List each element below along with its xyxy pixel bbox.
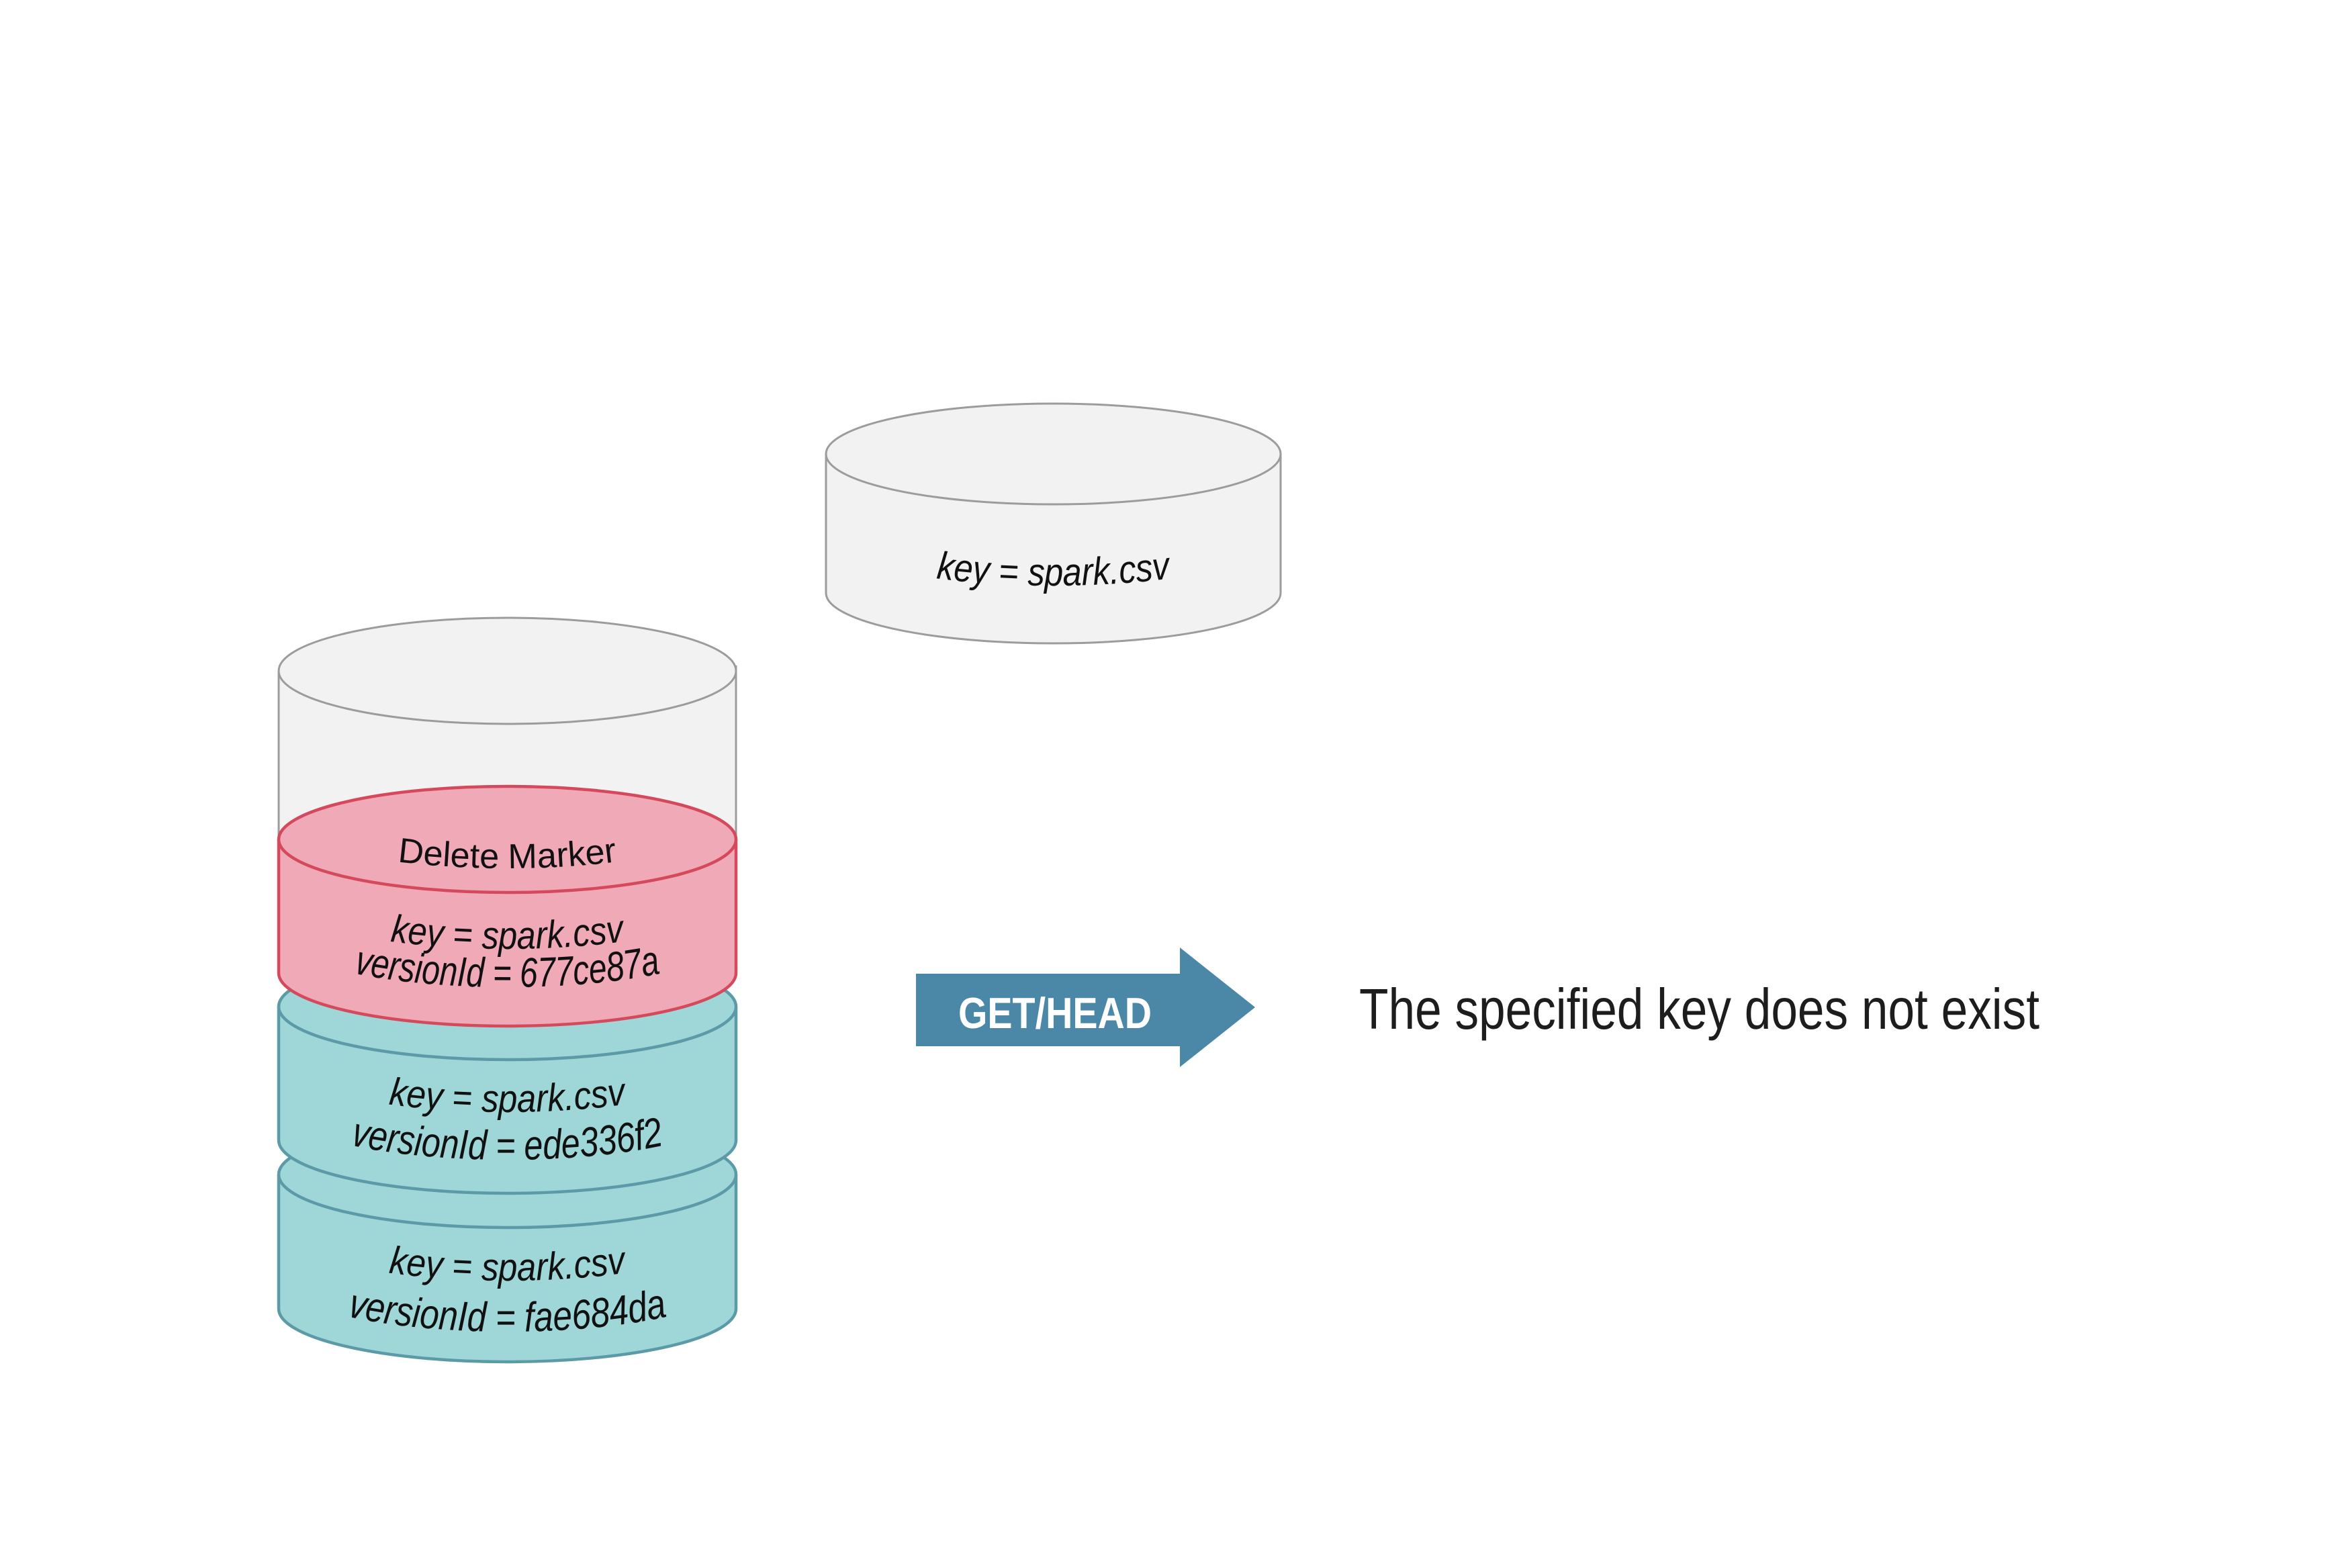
- svg-text:key = spark.csv: key = spark.csv: [387, 1070, 629, 1121]
- svg-text:key = spark.csv: key = spark.csv: [935, 543, 1173, 594]
- svg-text:key = spark.csv: key = spark.csv: [389, 907, 627, 958]
- svg-text:Delete Marker: Delete Marker: [396, 831, 618, 877]
- svg-text:GET/HEAD: GET/HEAD: [958, 988, 1152, 1037]
- svg-text:key = spark.csv: key = spark.csv: [387, 1238, 629, 1289]
- svg-text:The specified key does not exi: The specified key does not exist: [1359, 978, 2039, 1042]
